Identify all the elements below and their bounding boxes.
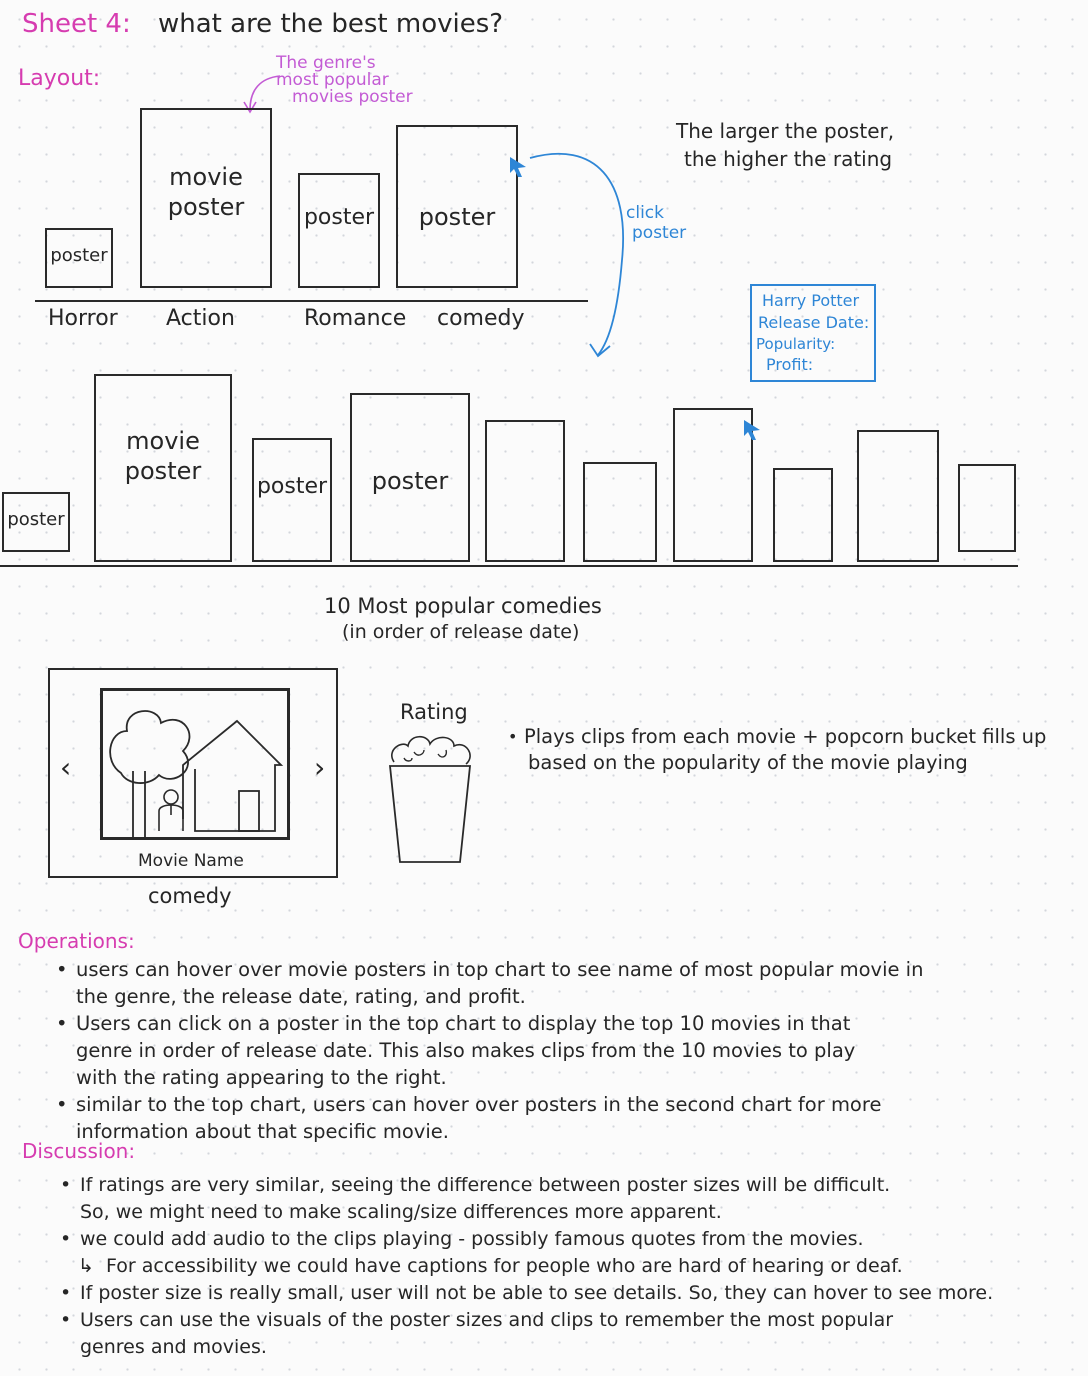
annotation-line: The genre's	[276, 53, 376, 73]
operation-item: users can hover over movie posters in to…	[54, 956, 923, 983]
chart1-baseline	[35, 300, 588, 302]
clip-note-line1: Plays clips from each movie + popcorn bu…	[524, 725, 1047, 748]
poster-6[interactable]	[583, 462, 657, 562]
tooltip-profit: Profit:	[766, 355, 814, 374]
clip-note-line2: based on the popularity of the movie pla…	[528, 751, 968, 774]
annotation-arrow	[243, 75, 281, 114]
poster-4[interactable]: poster	[350, 393, 470, 562]
genre-label-action: Action	[166, 306, 235, 331]
player-genre: comedy	[148, 884, 232, 908]
poster-label: poster	[371, 467, 449, 495]
tooltip-title: Harry Potter	[762, 291, 860, 310]
discussion-item: Users can use the visuals of the poster …	[58, 1307, 993, 1334]
operations-list: users can hover over movie posters in to…	[54, 956, 923, 1145]
operation-item: Users can click on a poster in the top c…	[54, 1010, 923, 1037]
clip-player: ‹ › Movie Name	[48, 668, 338, 878]
operation-text: information about that specific movie.	[76, 1120, 449, 1143]
cursor-icon	[510, 157, 526, 177]
click-note-line1: click	[626, 203, 664, 223]
discussion-text: we could add audio to the clips playing …	[80, 1228, 864, 1250]
annotation-line: movies poster	[292, 87, 413, 107]
poster-10[interactable]	[958, 464, 1016, 552]
operation-item-cont: the genre, the release date, rating, and…	[54, 983, 923, 1010]
discussion-item: If poster size is really small, user wil…	[58, 1280, 993, 1307]
discussion-text: For accessibility we could have captions…	[106, 1255, 903, 1277]
poster-label: poster	[303, 205, 375, 230]
clip-frame	[100, 688, 290, 840]
discussion-list: If ratings are very similar, seeing the …	[58, 1172, 993, 1361]
poster-comedy[interactable]: poster	[396, 125, 518, 288]
poster-5[interactable]	[485, 420, 565, 562]
discussion-item-cont: genres and movies.	[58, 1334, 993, 1361]
tooltip-popularity: Popularity:	[756, 335, 836, 353]
poster-label: movie poster	[124, 427, 202, 485]
discussion-text: genres and movies.	[80, 1336, 267, 1358]
chart2-subcaption: (in order of release date)	[342, 621, 580, 643]
operation-text: the genre, the release date, rating, and…	[76, 985, 526, 1008]
poster-label: movie poster	[167, 163, 245, 221]
clip-note-bullet: •	[508, 727, 518, 746]
sheet-question: what are the best movies?	[158, 9, 504, 39]
operation-text: users can hover over movie posters in to…	[76, 958, 924, 981]
poster-label: poster	[418, 203, 496, 231]
genre-label-comedy: comedy	[437, 306, 525, 331]
poster-label: poster	[7, 509, 65, 530]
next-button[interactable]: ›	[314, 751, 326, 784]
operation-text: Users can click on a poster in the top c…	[76, 1012, 851, 1035]
discussion-text: So, we might need to make scaling/size d…	[80, 1201, 722, 1223]
poster-romance[interactable]: poster	[298, 173, 380, 288]
hover-tooltip: Harry Potter Release Date: Popularity: P…	[750, 284, 876, 382]
operation-text: with the rating appearing to the right.	[76, 1066, 447, 1089]
poster-horror[interactable]: poster	[45, 228, 113, 288]
movie-name: Movie Name	[138, 851, 244, 871]
popcorn-bucket-icon	[389, 735, 471, 863]
discussion-item: we could add audio to the clips playing …	[58, 1226, 993, 1253]
layout-label: Layout:	[18, 66, 101, 91]
sheet-label: Sheet 4:	[22, 9, 131, 39]
poster-7[interactable]	[673, 408, 753, 562]
discussion-text: If poster size is really small, user wil…	[80, 1282, 994, 1304]
poster-label: poster	[256, 474, 328, 499]
discussion-text: If ratings are very similar, seeing the …	[80, 1174, 891, 1196]
rating-note-line2: the higher the rating	[684, 147, 893, 171]
annotation-line: most popular	[276, 70, 389, 90]
tooltip-release: Release Date:	[758, 313, 870, 332]
click-arrow	[529, 152, 624, 358]
rating-note-line1: The larger the poster,	[676, 119, 895, 143]
poster-9[interactable]	[857, 430, 939, 562]
poster-1[interactable]: poster	[2, 492, 70, 552]
poster-label: poster	[50, 245, 108, 266]
cursor-icon	[744, 420, 760, 440]
operation-item: similar to the top chart, users can hove…	[54, 1091, 923, 1118]
discussion-item: If ratings are very similar, seeing the …	[58, 1172, 993, 1199]
genre-label-horror: Horror	[48, 306, 118, 331]
operation-text: similar to the top chart, users can hove…	[76, 1093, 882, 1116]
genre-label-romance: Romance	[304, 306, 407, 331]
poster-action[interactable]: movie poster	[140, 108, 272, 288]
operation-text: genre in order of release date. This als…	[76, 1039, 856, 1062]
click-note-line2: poster	[632, 223, 687, 243]
operation-item-cont: genre in order of release date. This als…	[54, 1037, 923, 1064]
discussion-title: Discussion:	[22, 1139, 136, 1163]
chart2-caption: 10 Most popular comedies	[324, 594, 602, 618]
rating-label: Rating	[400, 700, 468, 724]
discussion-subitem: For accessibility we could have captions…	[58, 1253, 993, 1280]
discussion-item-cont: So, we might need to make scaling/size d…	[58, 1199, 993, 1226]
discussion-text: Users can use the visuals of the poster …	[80, 1309, 894, 1331]
poster-3[interactable]: poster	[252, 438, 332, 562]
chart2-baseline	[0, 565, 1018, 567]
operation-item-cont: with the rating appearing to the right.	[54, 1064, 923, 1091]
prev-button[interactable]: ‹	[60, 751, 72, 784]
poster-2[interactable]: movie poster	[94, 374, 232, 562]
scene-image	[109, 710, 284, 837]
operations-title: Operations:	[18, 929, 135, 953]
operation-item-cont: information about that specific movie.	[54, 1118, 923, 1145]
poster-8[interactable]	[773, 468, 833, 562]
